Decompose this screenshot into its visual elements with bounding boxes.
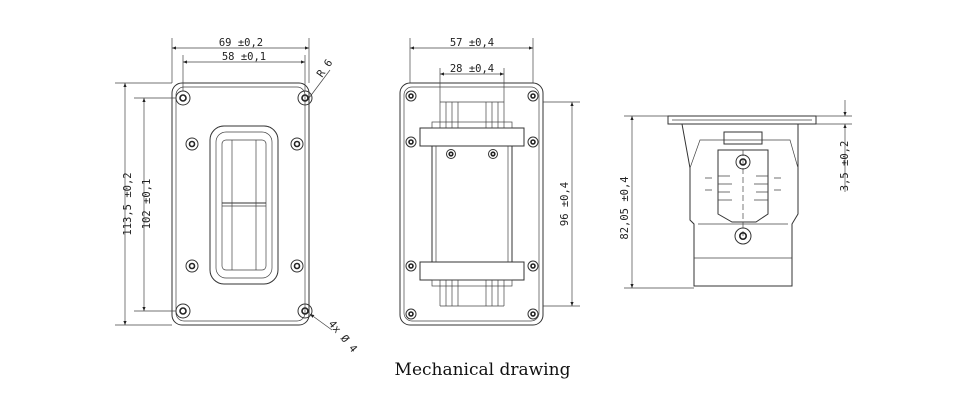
end-screws (734, 154, 752, 245)
side-plate-inner-line (403, 86, 540, 322)
end-dim-flange: 3,5 ±0,2 (839, 141, 851, 192)
end-fins (705, 175, 781, 201)
front-view: 69 ±0,2 58 ±0,1 R 6 113,5 ±0,2 102 ±0,1 … (115, 37, 359, 355)
side-top-fins (439, 101, 505, 128)
front-dim-width-outer: 69 ±0,2 (219, 37, 263, 49)
end-flange (667, 115, 817, 125)
side-corner-holes (405, 90, 539, 320)
end-horn-body (681, 123, 799, 287)
front-corner-holes (175, 90, 313, 319)
front-plate-inner-line (175, 86, 306, 322)
side-bottom-fins (439, 280, 505, 307)
front-plate-outline (171, 82, 310, 326)
end-dim-height: 82,05 ±0,4 (619, 176, 631, 239)
side-dim-height: 96 ±0,4 (559, 182, 571, 226)
side-plate-outline (399, 82, 544, 326)
side-top-cap-lip (431, 121, 513, 129)
front-horn-mid (215, 131, 273, 279)
side-body (431, 145, 513, 263)
front-dim-height-outer: 113,5 ±0,2 (122, 172, 134, 235)
side-view: 57 ±0,4 28 ±0,4 96 ±0,4 (399, 37, 580, 326)
front-horn-outer (209, 125, 279, 285)
side-screws (446, 149, 498, 159)
front-radius-leader (308, 69, 331, 99)
side-dim-width-outer: 57 ±0,4 (450, 37, 494, 49)
end-view: 82,05 ±0,4 3,5 ±0,2 (619, 100, 852, 289)
front-dim-radius: R 6 (315, 57, 336, 79)
front-holes-leader (309, 313, 333, 331)
drawing-caption: Mechanical drawing (394, 360, 571, 380)
end-top-slot (723, 131, 763, 145)
side-dim-width-inner: 28 ±0,4 (450, 63, 494, 75)
front-horn-inner (221, 139, 267, 271)
front-dim-width-holes: 58 ±0,1 (222, 51, 266, 63)
front-inner-screws (185, 137, 304, 273)
front-dim-height-holes: 102 ±0,1 (141, 179, 153, 230)
front-dim-holes: 4x Ø 4 (326, 318, 360, 355)
side-bottom-cap-lip (431, 279, 513, 287)
side-top-cap (419, 127, 525, 147)
end-center-web (717, 149, 769, 223)
side-bottom-cap (419, 261, 525, 281)
